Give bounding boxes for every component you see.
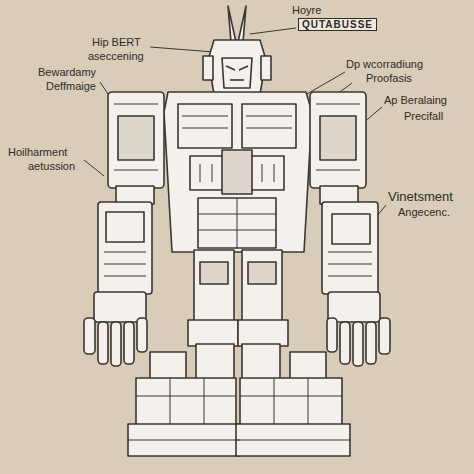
part-label: Precifall: [404, 110, 443, 122]
part-label: Deffmaige: [46, 80, 96, 92]
part-label: Bewardamy: [38, 66, 96, 78]
part-label: Hip BERT: [92, 36, 141, 48]
part-label: Dp wcorradiung: [346, 58, 423, 70]
part-label: Hoilharment: [8, 146, 67, 158]
part-label: Angecenc.: [398, 206, 450, 218]
part-label: Ap Beralaing: [384, 94, 447, 106]
part-label: aetussion: [28, 160, 75, 172]
part-label: Vinetsment: [388, 190, 453, 204]
part-label: Proofasis: [366, 72, 412, 84]
part-label: aseccening: [88, 50, 144, 62]
part-label: Hoyre: [292, 4, 321, 16]
boxed-label: QUTABUSSE: [298, 18, 377, 31]
